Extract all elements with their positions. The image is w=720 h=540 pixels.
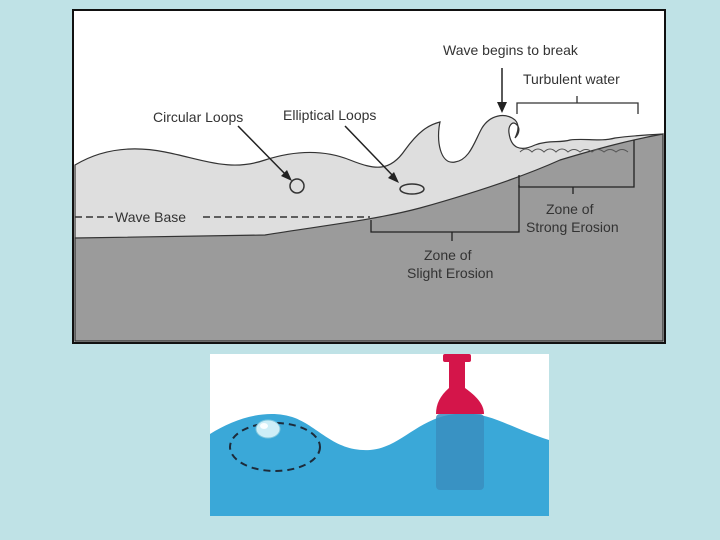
label-wave-base: Wave Base xyxy=(115,209,186,225)
label-strong-erosion-2: Strong Erosion xyxy=(526,219,619,235)
label-slight-erosion-2: Slight Erosion xyxy=(407,265,493,281)
bottle-submerged xyxy=(436,414,484,490)
label-wave-begins: Wave begins to break xyxy=(443,42,579,58)
label-circular-loops: Circular Loops xyxy=(153,109,243,125)
label-strong-erosion-1: Zone of xyxy=(546,201,594,217)
label-elliptical-loops: Elliptical Loops xyxy=(283,107,376,123)
floating-ball xyxy=(256,420,280,438)
label-slight-erosion-1: Zone of xyxy=(424,247,472,263)
wave-erosion-diagram: Wave begins to break Turbulent water Cir… xyxy=(73,10,665,343)
floating-objects-diagram xyxy=(210,354,549,516)
label-turbulent-water: Turbulent water xyxy=(523,71,620,87)
